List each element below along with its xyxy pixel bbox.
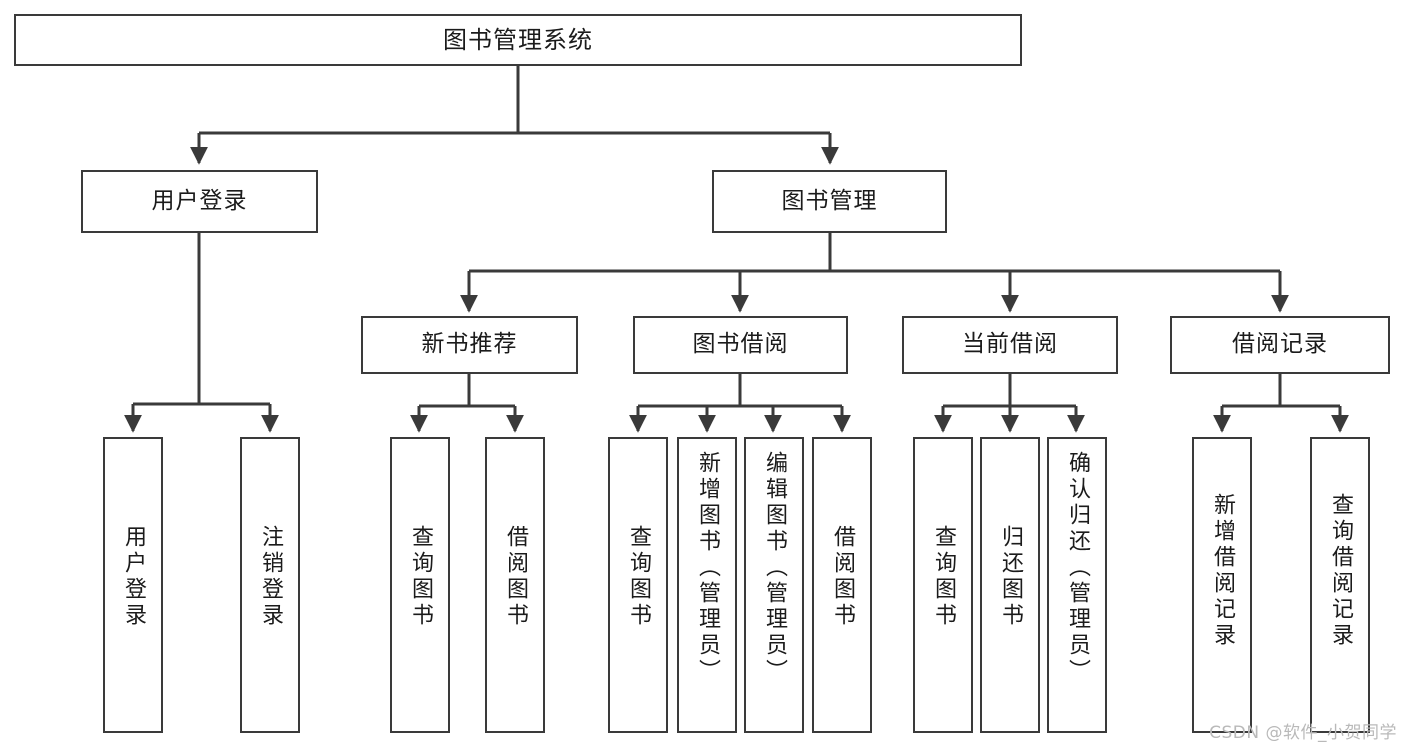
node-label: 用户登录 <box>151 187 248 214</box>
node-label: 新增图书（管理员） <box>695 451 720 685</box>
node-label: 确认归还（管理员） <box>1065 451 1090 685</box>
leaf-new-book-borrow[interactable]: 借阅图书 <box>485 437 545 733</box>
leaf-user-login-signin[interactable]: 用户登录 <box>103 437 163 733</box>
node-root-system[interactable]: 图书管理系统 <box>14 14 1022 66</box>
leaf-record-query-record[interactable]: 查询借阅记录 <box>1310 437 1370 733</box>
leaf-current-return-book[interactable]: 归还图书 <box>980 437 1040 733</box>
node-label: 新增借阅记录 <box>1210 493 1235 649</box>
node-label: 借阅记录 <box>1232 331 1328 358</box>
node-book-management[interactable]: 图书管理 <box>712 170 947 233</box>
node-label: 查询借阅记录 <box>1328 493 1353 649</box>
node-new-book-recommend[interactable]: 新书推荐 <box>361 316 578 374</box>
node-user-login[interactable]: 用户登录 <box>81 170 318 233</box>
node-label: 借阅图书 <box>503 525 528 629</box>
node-book-borrow[interactable]: 图书借阅 <box>633 316 848 374</box>
leaf-user-login-signout[interactable]: 注销登录 <box>240 437 300 733</box>
leaf-current-query-book[interactable]: 查询图书 <box>913 437 973 733</box>
node-label: 注销登录 <box>258 525 283 629</box>
node-label: 新书推荐 <box>421 331 518 358</box>
leaf-new-book-query[interactable]: 查询图书 <box>390 437 450 733</box>
node-label: 图书借阅 <box>692 331 789 358</box>
node-label: 查询图书 <box>408 525 433 629</box>
node-label: 归还图书 <box>998 525 1023 629</box>
node-label: 借阅图书 <box>830 525 855 629</box>
node-label: 查询图书 <box>931 525 956 629</box>
leaf-borrow-add-book-admin[interactable]: 新增图书（管理员） <box>677 437 737 733</box>
node-label: 用户登录 <box>121 525 146 629</box>
leaf-current-confirm-return-admin[interactable]: 确认归还（管理员） <box>1047 437 1107 733</box>
node-label: 编辑图书（管理员） <box>762 451 787 685</box>
leaf-borrow-query-book[interactable]: 查询图书 <box>608 437 668 733</box>
node-label: 查询图书 <box>626 525 651 629</box>
node-label: 当前借阅 <box>962 331 1058 358</box>
csdn-watermark: CSDN @软件_小贺同学 <box>1209 723 1397 743</box>
node-borrow-record[interactable]: 借阅记录 <box>1170 316 1390 374</box>
node-label: 图书管理 <box>781 187 878 214</box>
leaf-borrow-borrow-book[interactable]: 借阅图书 <box>812 437 872 733</box>
node-current-borrow[interactable]: 当前借阅 <box>902 316 1118 374</box>
leaf-record-add-record[interactable]: 新增借阅记录 <box>1192 437 1252 733</box>
node-label: 图书管理系统 <box>443 25 593 54</box>
leaf-borrow-edit-book-admin[interactable]: 编辑图书（管理员） <box>744 437 804 733</box>
